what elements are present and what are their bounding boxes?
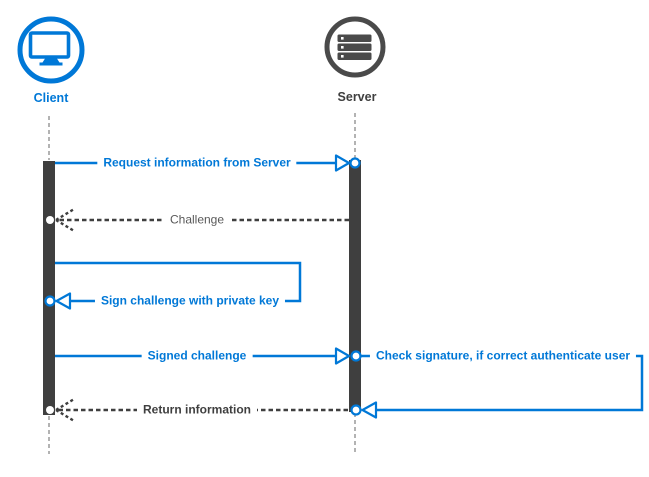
check-signature-arrowhead-icon [361,401,378,419]
monitor-icon [17,16,85,84]
request-info-endpoint-dot [349,157,361,169]
request-info-arrowhead-icon [334,154,351,172]
server-stack-icon [324,16,386,78]
message-label-signed-challenge: Signed challenge [141,348,253,364]
check-signature-loop-line [360,354,644,412]
server-activation-bar [349,160,361,412]
client-activation-bar [43,161,55,415]
challenge-arrowhead-icon [55,207,76,233]
check-signature-endpoint-dot [350,404,362,416]
return-info-arrowhead-icon [55,397,76,423]
challenge-endpoint-dot [46,216,54,224]
client-actor-label: Client [33,91,69,105]
server-actor-label: Server [337,90,377,104]
signed-challenge-endpoint-dot [350,350,362,362]
message-label-check-signature: Check signature, if correct authenticate… [369,348,637,364]
message-label-challenge: Challenge [163,212,231,228]
signed-challenge-arrowhead-icon [334,347,351,365]
message-label-request-information: Request information from Server [97,155,297,171]
message-label-return-information: Return information [137,402,257,418]
message-label-sign-challenge: Sign challenge with private key [94,293,286,309]
sign-challenge-endpoint-dot [44,295,56,307]
return-info-endpoint-dot [46,406,54,414]
sign-challenge-arrowhead-icon [55,292,72,310]
